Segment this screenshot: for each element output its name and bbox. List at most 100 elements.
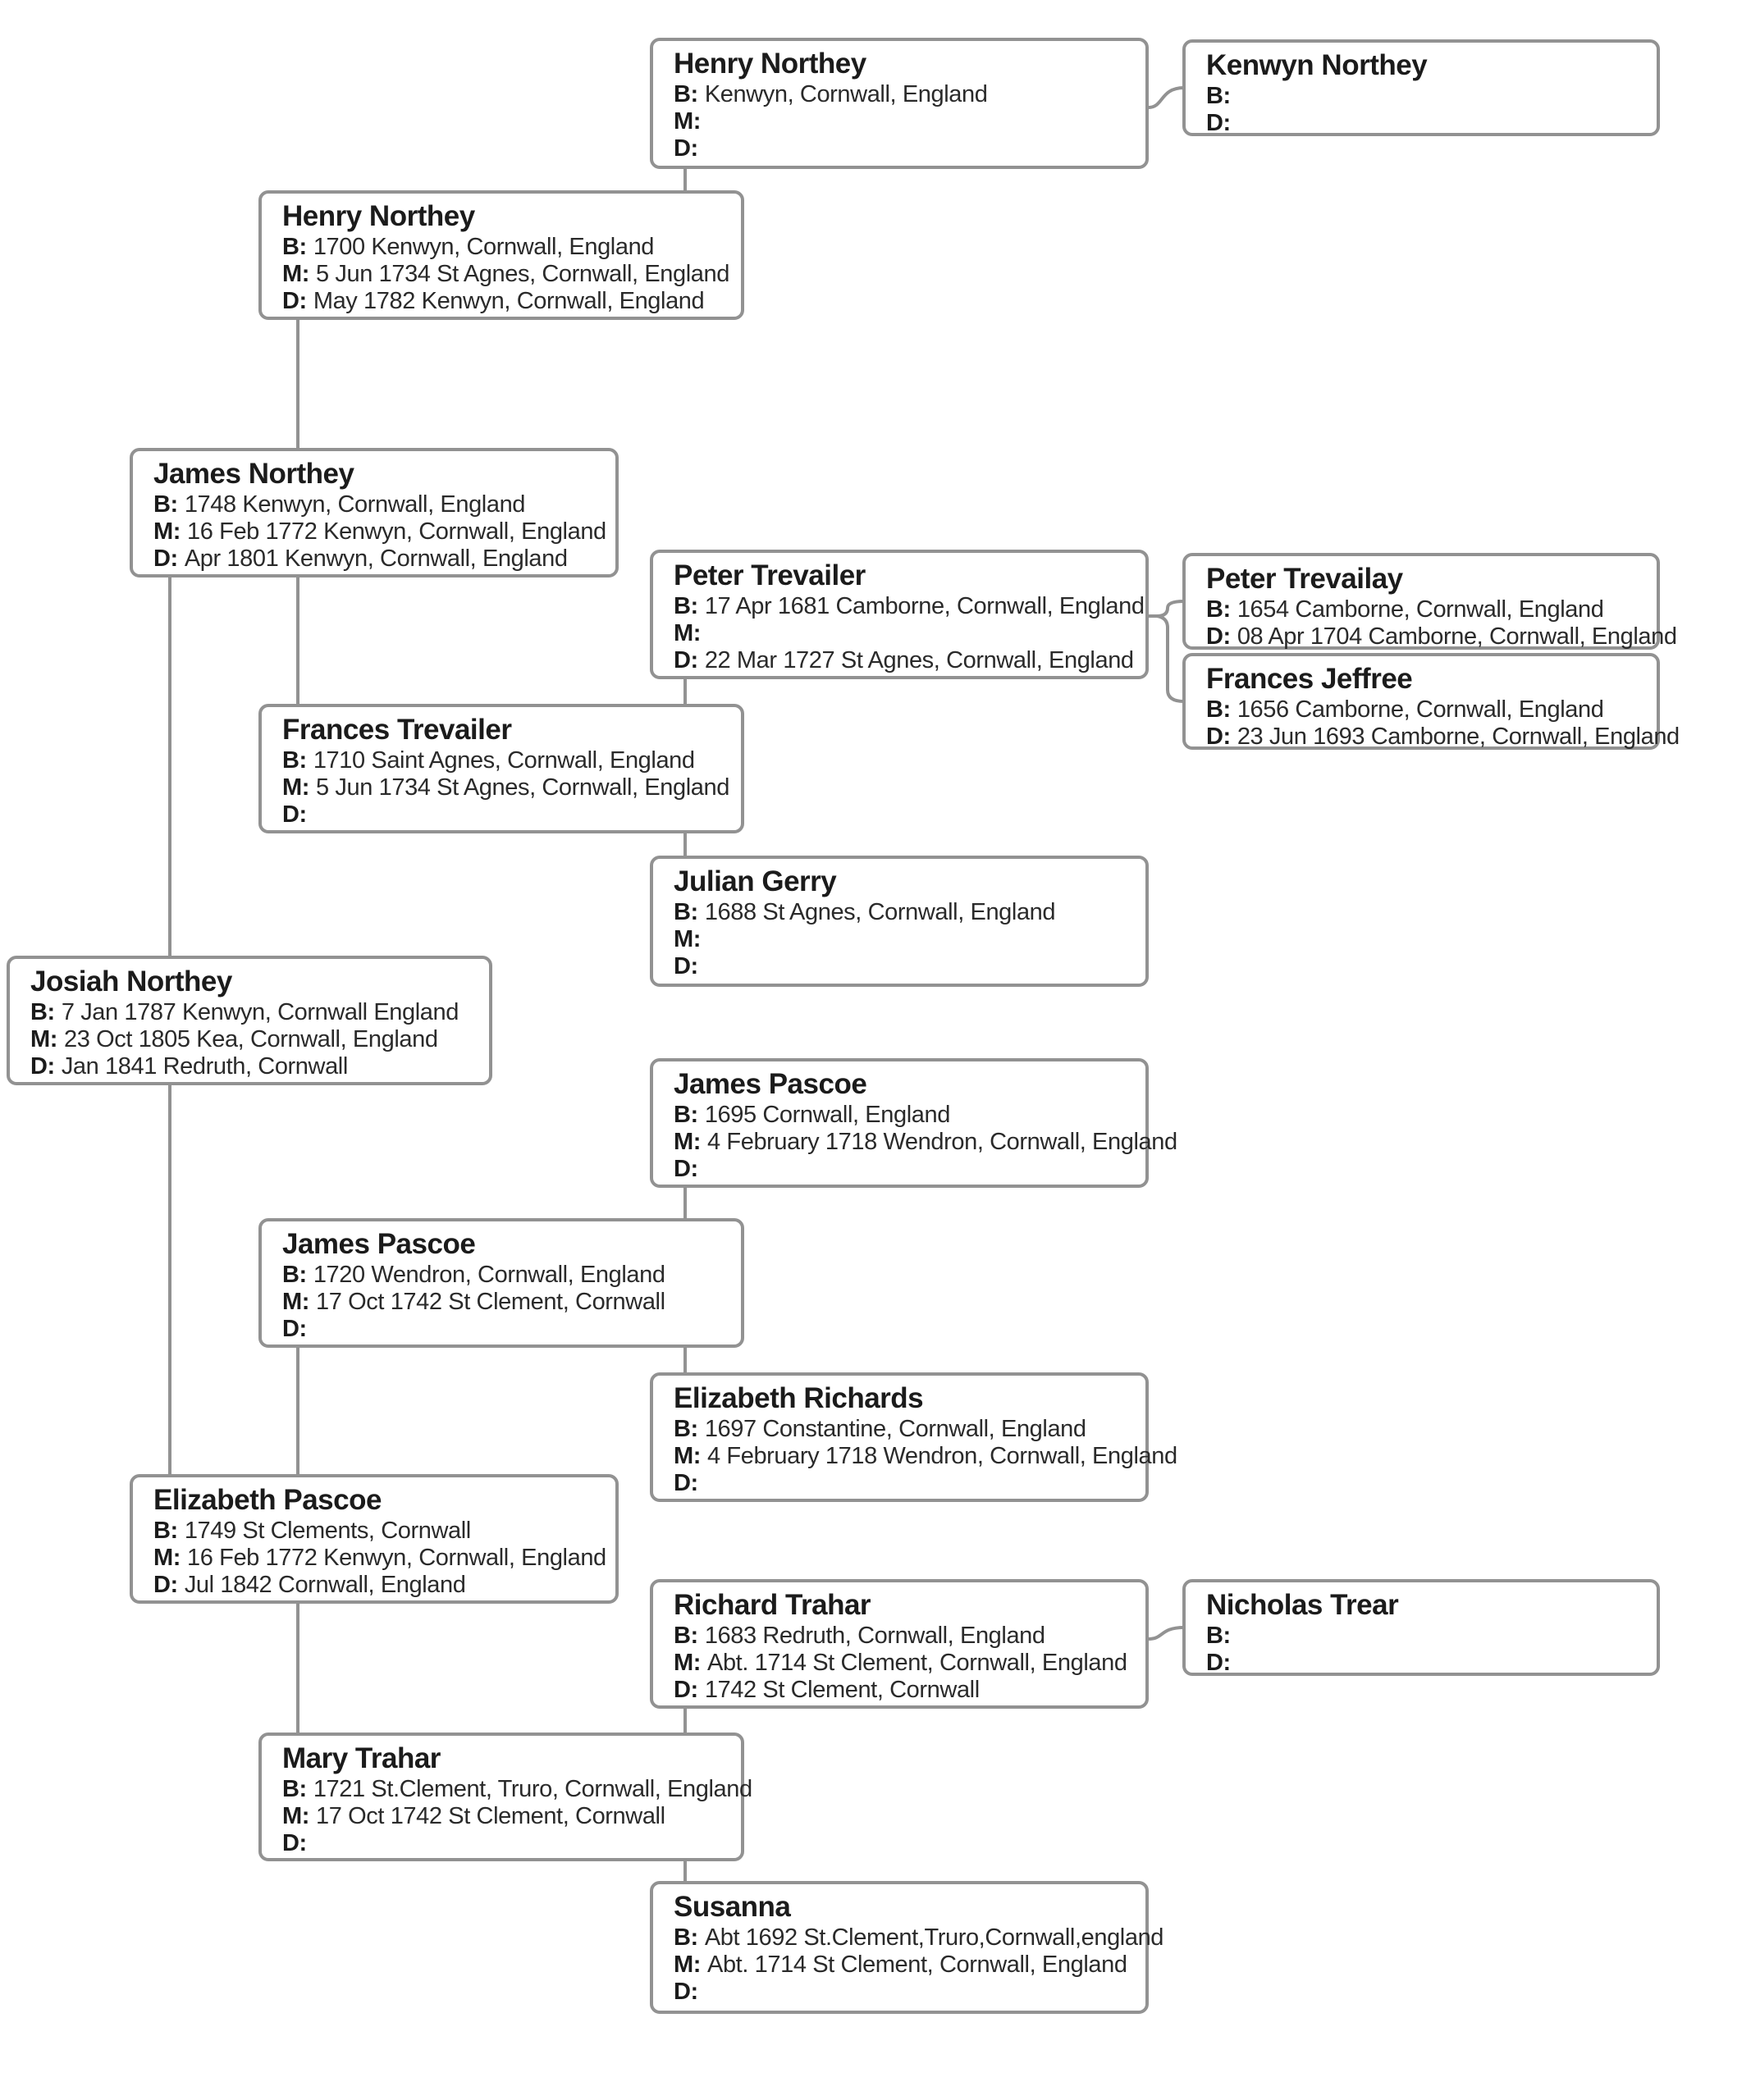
birth-row: B:1654 Camborne, Cornwall, England: [1206, 596, 1650, 623]
birth-value: 1695 Cornwall, England: [704, 1102, 951, 1128]
death-label: D:: [1206, 623, 1231, 650]
person-name: Kenwyn Northey: [1206, 49, 1428, 81]
birth-label: B:: [282, 234, 307, 260]
marriage-value: 23 Oct 1805 Kea, Cornwall, England: [64, 1026, 438, 1052]
birth-label: B:: [282, 1776, 307, 1802]
birth-row: B:1683 Redruth, Cornwall, England: [674, 1623, 1139, 1650]
marriage-label: M:: [153, 1545, 181, 1571]
person-name: Susanna: [674, 1891, 791, 1923]
birth-value: 1720 Wendron, Cornwall, England: [313, 1262, 665, 1288]
marriage-row: M:Abt. 1714 St Clement, Cornwall, Englan…: [674, 1952, 1139, 1979]
birth-row: B:1656 Camborne, Cornwall, England: [1206, 696, 1650, 724]
person-name: Julian Gerry: [674, 865, 837, 897]
death-row: D:: [674, 135, 1139, 162]
person-name: Peter Trevailay: [1206, 563, 1403, 595]
birth-row: B:1748 Kenwyn, Cornwall, England: [153, 491, 609, 518]
marriage-value: Abt. 1714 St Clement, Cornwall, England: [707, 1952, 1127, 1978]
birth-value: 1710 Saint Agnes, Cornwall, England: [313, 747, 695, 774]
person-card-james-northey[interactable]: James Northey B:1748 Kenwyn, Cornwall, E…: [130, 448, 619, 578]
marriage-value: 16 Feb 1772 Kenwyn, Cornwall, England: [187, 1545, 606, 1571]
marriage-label: M:: [674, 1952, 702, 1978]
death-label: D:: [153, 1572, 178, 1598]
person-card-henry-northey-1700[interactable]: Henry Northey B:1700 Kenwyn, Cornwall, E…: [258, 190, 744, 320]
marriage-label: M:: [282, 1289, 310, 1315]
death-label: D:: [282, 288, 307, 314]
birth-label: B:: [1206, 83, 1231, 109]
person-card-frances-jeffree[interactable]: Frances Jeffree B:1656 Camborne, Cornwal…: [1182, 653, 1680, 750]
birth-value: 1748 Kenwyn, Cornwall, England: [184, 491, 526, 518]
connector-petertrev-to-trevailay: [1149, 600, 1185, 618]
person-name: Nicholas Trear: [1206, 1589, 1399, 1621]
birth-label: B:: [282, 1262, 307, 1288]
person-name: James Pascoe: [674, 1068, 867, 1100]
birth-label: B:: [153, 1518, 178, 1544]
person-card-henry-northey-sr[interactable]: Henry Northey B:Kenwyn, Cornwall, Englan…: [650, 38, 1149, 169]
birth-label: B:: [674, 1924, 698, 1951]
person-card-james-pascoe-sr[interactable]: James Pascoe B:1695 Cornwall, England M:…: [650, 1058, 1177, 1188]
birth-row: B:Kenwyn, Cornwall, England: [674, 81, 1139, 108]
death-value: Apr 1801 Kenwyn, Cornwall, England: [184, 546, 568, 572]
death-row: D:: [1206, 110, 1650, 137]
person-card-frances-trevailer[interactable]: Frances Trevailer B:1710 Saint Agnes, Co…: [258, 704, 744, 833]
marriage-label: M:: [153, 518, 181, 545]
person-name: Henry Northey: [674, 48, 866, 80]
birth-label: B:: [674, 1416, 698, 1442]
marriage-label: M:: [30, 1026, 58, 1052]
birth-row: B:: [1206, 83, 1650, 110]
marriage-value: 5 Jun 1734 St Agnes, Cornwall, England: [316, 261, 729, 287]
person-name: James Northey: [153, 458, 354, 490]
person-card-richard-trahar[interactable]: Richard Trahar B:1683 Redruth, Cornwall,…: [650, 1579, 1149, 1709]
birth-value: 1654 Camborne, Cornwall, England: [1237, 596, 1604, 623]
death-row: D:: [674, 953, 1139, 980]
death-label: D:: [674, 1979, 698, 2005]
person-card-peter-trevailer[interactable]: Peter Trevailer B:17 Apr 1681 Camborne, …: [650, 550, 1149, 679]
death-label: D:: [30, 1053, 55, 1080]
marriage-row: M:5 Jun 1734 St Agnes, Cornwall, England: [282, 261, 734, 288]
person-card-james-pascoe-jr[interactable]: James Pascoe B:1720 Wendron, Cornwall, E…: [258, 1218, 744, 1348]
person-name: Henry Northey: [282, 200, 475, 232]
person-card-elizabeth-pascoe[interactable]: Elizabeth Pascoe B:1749 St Clements, Cor…: [130, 1474, 619, 1604]
birth-row: B:1688 St Agnes, Cornwall, England: [674, 899, 1139, 926]
person-name: Richard Trahar: [674, 1589, 871, 1621]
birth-value: 1749 St Clements, Cornwall: [184, 1518, 471, 1544]
marriage-row: M:: [674, 108, 1139, 135]
person-card-nicholas-trear[interactable]: Nicholas Trear B: D:: [1182, 1579, 1660, 1676]
birth-value: 1697 Constantine, Cornwall, England: [704, 1416, 1086, 1442]
person-card-kenwyn-northey[interactable]: Kenwyn Northey B: D:: [1182, 39, 1660, 136]
death-label: D:: [1206, 724, 1231, 750]
death-row: D:: [282, 1316, 734, 1343]
marriage-value: 17 Oct 1742 St Clement, Cornwall: [316, 1803, 665, 1829]
person-name: James Pascoe: [282, 1228, 476, 1260]
birth-label: B:: [674, 593, 698, 619]
marriage-value: Abt. 1714 St Clement, Cornwall, England: [707, 1650, 1127, 1676]
person-card-julian-gerry[interactable]: Julian Gerry B:1688 St Agnes, Cornwall, …: [650, 856, 1149, 987]
death-row: D:Apr 1801 Kenwyn, Cornwall, England: [153, 546, 609, 573]
death-label: D:: [674, 647, 698, 673]
marriage-row: M:16 Feb 1772 Kenwyn, Cornwall, England: [153, 1545, 609, 1572]
birth-row: B:1710 Saint Agnes, Cornwall, England: [282, 747, 734, 774]
marriage-value: 16 Feb 1772 Kenwyn, Cornwall, England: [187, 518, 606, 545]
marriage-value: 5 Jun 1734 St Agnes, Cornwall, England: [316, 774, 729, 801]
person-card-mary-trahar[interactable]: Mary Trahar B:1721 St.Clement, Truro, Co…: [258, 1732, 752, 1861]
death-value: 22 Mar 1727 St Agnes, Cornwall, England: [704, 647, 1134, 673]
marriage-label: M:: [674, 1129, 702, 1155]
birth-label: B:: [674, 1623, 698, 1649]
death-value: 23 Jun 1693 Camborne, Cornwall, England: [1237, 724, 1680, 750]
person-name: Peter Trevailer: [674, 559, 866, 591]
birth-row: B:1700 Kenwyn, Cornwall, England: [282, 234, 734, 261]
birth-label: B:: [674, 899, 698, 925]
person-card-elizabeth-richards[interactable]: Elizabeth Richards B:1697 Constantine, C…: [650, 1372, 1177, 1502]
person-card-josiah-northey[interactable]: Josiah Northey B:7 Jan 1787 Kenwyn, Corn…: [7, 956, 492, 1085]
marriage-row: M:4 February 1718 Wendron, Cornwall, Eng…: [674, 1129, 1177, 1156]
death-label: D:: [282, 1316, 307, 1342]
death-value: 1742 St Clement, Cornwall: [704, 1677, 980, 1703]
person-card-susanna[interactable]: Susanna B:Abt 1692 St.Clement,Truro,Corn…: [650, 1881, 1163, 2014]
birth-value: 1721 St.Clement, Truro, Cornwall, Englan…: [313, 1776, 752, 1802]
death-row: D:: [674, 1979, 1139, 2006]
person-name: Mary Trahar: [282, 1742, 441, 1774]
birth-row: B:1721 St.Clement, Truro, Cornwall, Engl…: [282, 1776, 752, 1803]
death-row: D:: [674, 1156, 1139, 1183]
birth-value: Abt 1692 St.Clement,Truro,Cornwall,engla…: [704, 1924, 1164, 1951]
person-card-peter-trevailay[interactable]: Peter Trevailay B:1654 Camborne, Cornwal…: [1182, 553, 1677, 650]
